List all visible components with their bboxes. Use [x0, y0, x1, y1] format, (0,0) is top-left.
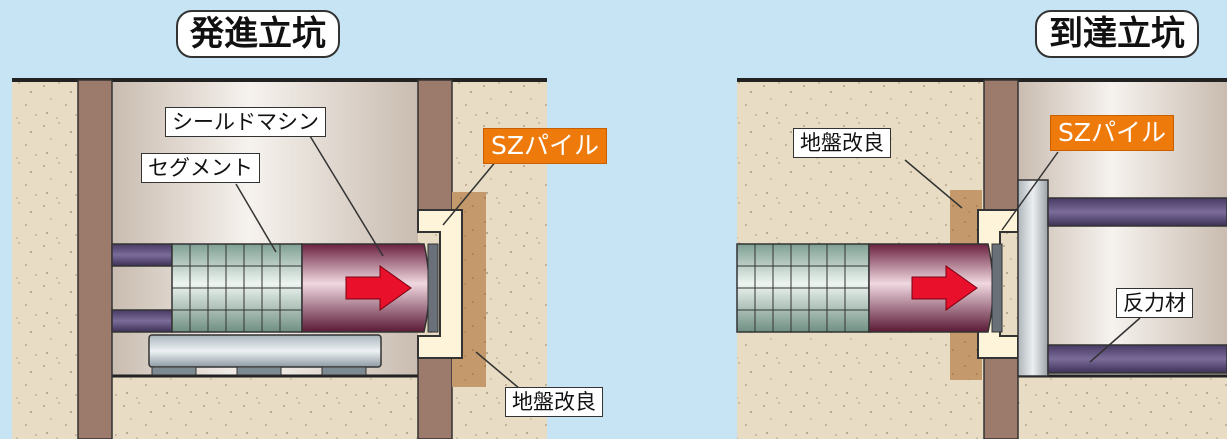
launch-shaft-section: [12, 78, 547, 439]
leader-ground-improvement-left: [475, 351, 521, 390]
reaction-block-left-lower: [111, 309, 173, 333]
leader-sz-pile-right: [1001, 151, 1059, 231]
cutter-head-left: [427, 243, 439, 333]
sz-pile-wall-left-2-lower: [417, 357, 453, 439]
entrance-packing-left: [417, 209, 463, 359]
label-segment: セグメント: [141, 153, 260, 183]
leader-ground-improvement-right: [904, 159, 963, 209]
advance-arrow-left: [345, 265, 412, 311]
cradle-stand: [148, 334, 382, 368]
sz-pile-wall-left-1: [77, 79, 113, 439]
receiving-plate: [1017, 179, 1049, 377]
leader-segment: [235, 183, 277, 253]
leader-shield-machine: [309, 135, 384, 257]
advance-arrow-right: [911, 265, 978, 311]
arrival-shaft-title: 到達立坑: [1035, 10, 1199, 58]
label-reaction-material: 反力材: [1116, 288, 1193, 318]
cradle-rail-3: [321, 366, 367, 376]
sz-pile-wall-right-upper: [983, 79, 1019, 211]
label-sz-pile-left: SZパイル: [483, 128, 607, 164]
leader-sz-pile-left: [442, 159, 498, 226]
label-ground-improvement-left: 地盤改良: [505, 387, 603, 417]
launch-shaft-title: 発進立坑: [176, 10, 340, 58]
sz-pile-wall-right-lower: [983, 357, 1019, 439]
cutter-head-right: [991, 243, 1003, 333]
reaction-material-lower: [1047, 344, 1227, 374]
segments-right: [736, 243, 870, 333]
reaction-block-left-upper: [111, 243, 173, 267]
label-sz-pile-right: SZパイル: [1050, 115, 1174, 151]
cradle-rail-1: [151, 366, 197, 376]
sz-pile-wall-left-2-upper: [417, 79, 453, 211]
segments-left: [171, 243, 303, 333]
leader-reaction-material: [1089, 317, 1141, 363]
label-ground-improvement-right: 地盤改良: [793, 128, 891, 158]
label-shield-machine: シールドマシン: [165, 107, 326, 137]
cradle-rail-2: [236, 366, 282, 376]
reaction-material-upper: [1047, 197, 1227, 227]
